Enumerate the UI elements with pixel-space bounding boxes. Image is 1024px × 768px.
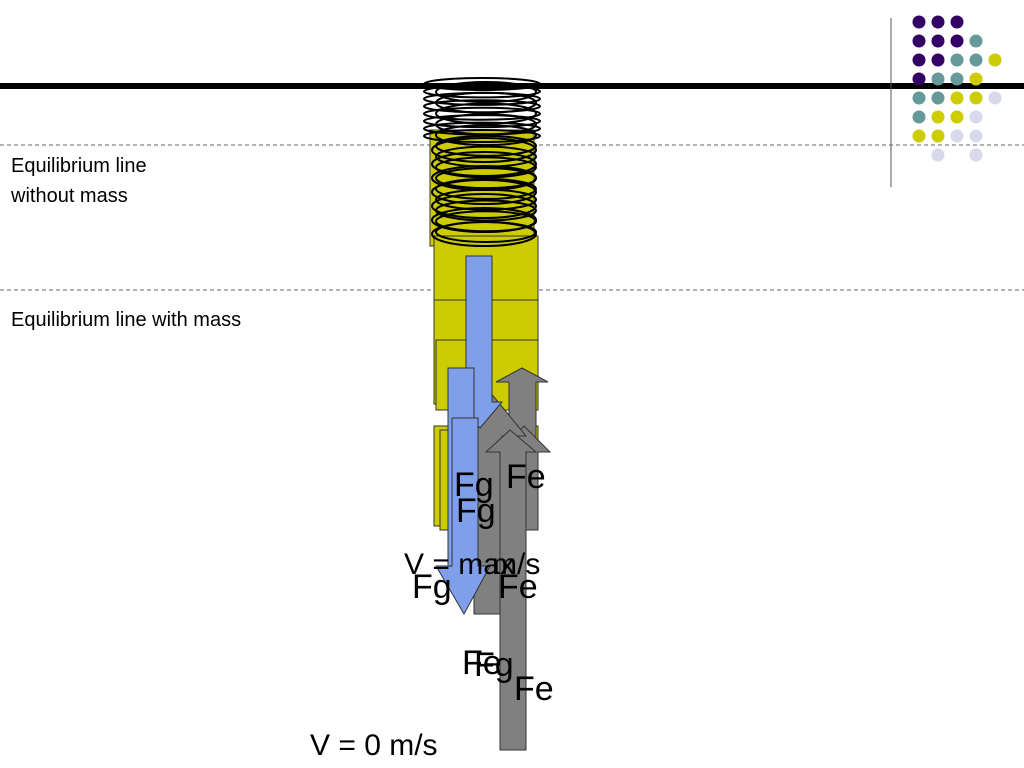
decorative-dot [988,53,1002,67]
velocity-label-max: V = max [404,548,515,581]
gravity-force-arrows [435,255,504,616]
decorative-dot [969,129,983,143]
gravity-force-label: Fg [454,466,494,504]
elastic-force-label: Fe [498,568,538,606]
spring-coils [423,77,541,247]
decorative-dot [912,34,926,48]
spring-coil [423,129,541,143]
spring-coil [435,81,537,103]
decorative-dot [931,53,945,67]
elastic-force-arrows [452,367,552,751]
spring-coil [435,91,537,114]
decorative-dot [931,72,945,86]
decorative-dot [931,110,945,124]
decorative-dot [950,110,964,124]
spring-coil [435,156,537,179]
elastic-force-label: Fe [506,458,546,496]
decorative-dot-grid [912,15,1002,162]
spring-coil [435,113,537,136]
decorative-dot [912,129,926,143]
force-labels: Fg Fg Fe Fg Fe Fg Fe Fe [412,458,554,708]
velocity-label-zero: V = 0 m/s [310,729,438,762]
decorative-dot [988,91,1002,105]
decorative-dot [969,72,983,86]
spring-coil [431,207,537,233]
decorative-dot [950,91,964,105]
gravity-force-arrow [435,417,491,616]
gravity-force-label: Fg [474,646,514,684]
decorative-dot [931,91,945,105]
spring-coil [435,124,537,147]
decorative-dot [969,91,983,105]
decorative-dot [969,34,983,48]
equilibrium-with-mass-label: Equilibrium line with mass [11,309,242,331]
spring-coil [435,102,537,125]
decorative-dot [912,15,926,29]
gravity-force-label: Fg [456,492,496,530]
decorative-dot [931,148,945,162]
spring-coil [431,193,537,219]
decorative-dot [912,72,926,86]
decorative-dot [950,15,964,29]
decorative-dot [950,53,964,67]
decorative-dot [969,148,983,162]
spring-coil [435,177,537,200]
velocity-label-unit: m/s [492,548,540,581]
decorative-dot [969,110,983,124]
decorative-dot [969,53,983,67]
decorative-dot [912,53,926,67]
decorative-dot [950,72,964,86]
elastic-force-label: Fe [462,644,502,682]
elastic-force-arrow [484,429,538,751]
spring-coil [423,106,541,121]
spring-coil [431,221,537,247]
decorative-dot [931,129,945,143]
decorative-dot [950,129,964,143]
spring-coil [423,77,541,91]
equilibrium-without-mass-label: Equilibrium line without mass [11,155,147,207]
spring-coil [423,84,541,99]
decorative-dot [950,34,964,48]
elastic-force-label: Fe [514,670,554,708]
spring-coil [431,165,537,191]
decorative-dot [912,110,926,124]
decorative-dot [912,91,926,105]
gravity-force-label: Fg [412,568,452,606]
decorative-dot [931,15,945,29]
spring-coil [431,137,537,163]
spring-coil [431,179,537,205]
spring-coil [431,151,537,177]
decorative-dot [931,34,945,48]
